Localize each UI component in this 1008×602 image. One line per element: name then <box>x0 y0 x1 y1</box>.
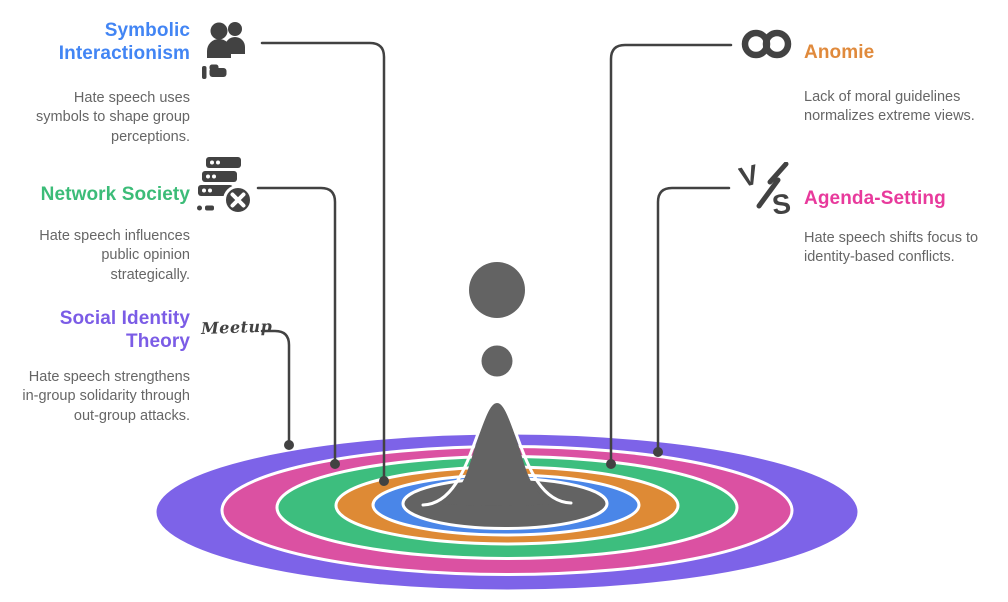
falling-drop-small <box>481 345 513 377</box>
dot-social-identity-theory <box>284 440 294 450</box>
network-society-title: Network Society <box>40 184 190 205</box>
symbolic-interactionism-description: Hate speech uses symbols to shape group … <box>36 90 190 145</box>
connector-dots <box>284 440 663 486</box>
anomie-title: Anomie <box>804 42 875 63</box>
symbolic-interactionism-title: Symbolic Interactionism <box>58 20 190 64</box>
social-identity-theory-description: Hate speech strengthens in-group solidar… <box>22 369 190 424</box>
agenda-setting-title: Agenda-Setting <box>804 188 946 209</box>
dot-symbolic-interactionism <box>379 476 389 486</box>
social-identity-theory-title: Social Identity Theory <box>59 308 190 352</box>
svg-text:V: V <box>738 162 762 193</box>
svg-text:S: S <box>770 188 792 216</box>
connector-symbolic-interactionism <box>260 41 386 483</box>
error-x-glyph <box>230 192 246 208</box>
group-people-icon <box>202 22 245 79</box>
agenda-setting-description: Hate speech shifts focus to identity-bas… <box>804 230 979 266</box>
meetup-logo: Meetup <box>200 316 273 339</box>
dot-agenda-setting <box>653 447 663 457</box>
water-splash <box>421 262 573 507</box>
splash-right-sheen <box>495 399 573 505</box>
connector-lines <box>256 41 733 483</box>
infinity-icon <box>741 29 792 59</box>
connector-social-identity-theory <box>260 329 291 447</box>
falling-drop-large <box>469 262 525 318</box>
dot-anomie <box>606 459 616 469</box>
splash-left-sheen <box>421 399 499 507</box>
network-society-description: Hate speech influences public opinion st… <box>39 228 190 283</box>
versus-slash <box>756 162 789 209</box>
ripple-rings <box>153 431 861 593</box>
anomie-description: Lack of moral guidelines normalizes extr… <box>804 89 975 125</box>
server-error-icon <box>197 157 253 215</box>
connector-anomie <box>609 43 733 466</box>
connector-agenda-setting <box>656 186 731 454</box>
splash-column <box>436 403 558 506</box>
versus-icon: V S <box>738 162 792 216</box>
dot-network-society <box>330 459 340 469</box>
connector-network-society <box>256 186 337 466</box>
